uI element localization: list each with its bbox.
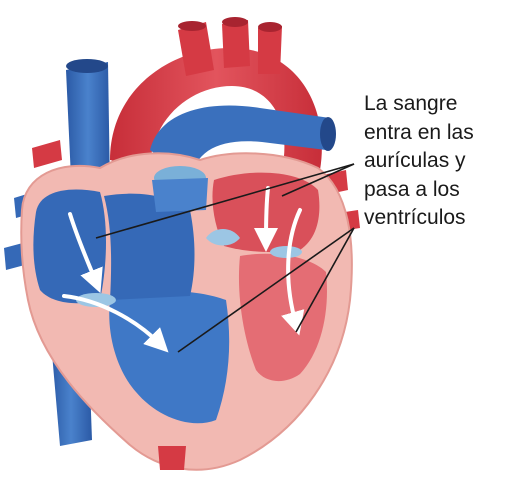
caption-line: La sangre <box>364 90 504 119</box>
aorta-branch-1-top <box>178 21 206 31</box>
pulmonary-artery-end <box>320 117 336 151</box>
apex-vessel <box>158 446 186 470</box>
right-atrium <box>33 189 106 303</box>
vena-cava-opening <box>66 59 108 73</box>
flow-arrow-icon <box>266 188 268 240</box>
aorta-branch-2-top <box>222 17 248 27</box>
aorta-branch-3-top <box>258 22 282 32</box>
aorta-branch-3 <box>258 26 282 74</box>
aorta-branch-2 <box>222 20 250 68</box>
caption-line: aurículas y <box>364 147 504 176</box>
pulmonary-vein-far-right <box>32 140 62 168</box>
pulmonary-trunk <box>152 178 208 212</box>
caption-line: ventrículos <box>364 204 504 233</box>
caption-text: La sangre entra en las aurículas y pasa … <box>364 90 504 233</box>
caption-line: pasa a los <box>364 176 504 205</box>
caption-line: entra en las <box>364 119 504 148</box>
mitral-valve <box>270 246 302 258</box>
